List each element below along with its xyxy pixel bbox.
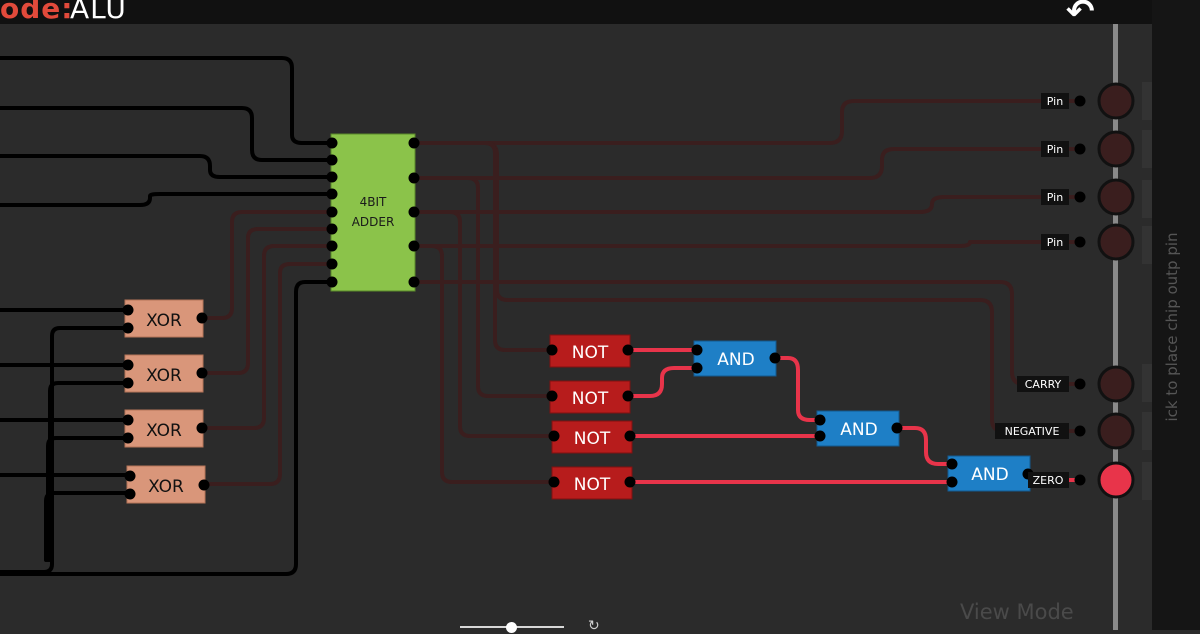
output-pin-label: ZERO bbox=[1033, 474, 1064, 487]
xor-label: XOR bbox=[146, 311, 182, 331]
negative-pin[interactable]: NEGATIVE bbox=[995, 412, 1135, 450]
not-gate[interactable]: NOT bbox=[548, 466, 636, 500]
reload-icon[interactable]: ↻ bbox=[588, 618, 600, 634]
view-mode-label: View Mode bbox=[960, 600, 1074, 624]
output-pin[interactable]: Pin bbox=[1041, 223, 1135, 261]
output-pin-label: CARRY bbox=[1025, 378, 1062, 391]
output-pin[interactable]: Pin bbox=[1041, 178, 1135, 216]
adder-input-pin[interactable] bbox=[326, 206, 338, 218]
adder-label-line1: 4BIT bbox=[360, 195, 387, 209]
right-side-panel bbox=[1152, 0, 1200, 630]
not-gate[interactable]: NOT bbox=[548, 420, 636, 454]
output-pin-label: Pin bbox=[1047, 95, 1063, 108]
adder-chip[interactable]: 4BIT ADDER bbox=[330, 133, 416, 292]
adder-output-pin[interactable] bbox=[408, 137, 420, 149]
adder-input-pin[interactable] bbox=[326, 258, 338, 270]
zoom-slider-thumb[interactable] bbox=[506, 622, 517, 633]
adder-output-pin[interactable] bbox=[408, 276, 420, 288]
output-pin[interactable]: Pin bbox=[1041, 82, 1135, 120]
adder-input-pin[interactable] bbox=[326, 154, 338, 166]
side-tab[interactable] bbox=[1142, 462, 1152, 500]
output-pin-rail[interactable] bbox=[1113, 24, 1118, 630]
side-tab[interactable] bbox=[1142, 180, 1152, 218]
top-bar: ode: ALU ↶ bbox=[0, 0, 1152, 32]
not-label: NOT bbox=[574, 429, 611, 449]
not-gate[interactable]: NOT bbox=[546, 380, 634, 414]
not-label: NOT bbox=[574, 475, 611, 495]
side-tab[interactable] bbox=[1142, 82, 1152, 120]
adder-input-pin[interactable] bbox=[326, 223, 338, 235]
xor-label: XOR bbox=[146, 421, 182, 441]
output-pin-label: NEGATIVE bbox=[1005, 425, 1060, 438]
carry-pin[interactable]: CARRY bbox=[1017, 365, 1135, 403]
output-pin[interactable]: Pin bbox=[1041, 130, 1135, 168]
adder-input-pin[interactable] bbox=[326, 171, 338, 183]
adder-input-pin[interactable] bbox=[326, 276, 338, 288]
xor-gate[interactable]: XOR bbox=[124, 465, 210, 504]
output-pin-label: Pin bbox=[1047, 143, 1063, 156]
mode-label: ode: bbox=[0, 0, 74, 25]
adder-output-pin[interactable] bbox=[408, 240, 420, 252]
and-gate[interactable]: AND bbox=[946, 455, 1034, 492]
output-pin-label: Pin bbox=[1047, 191, 1063, 204]
xor-label: XOR bbox=[148, 477, 184, 497]
not-label: NOT bbox=[572, 343, 609, 363]
and-label: AND bbox=[971, 465, 1008, 485]
and-label: AND bbox=[717, 350, 754, 370]
not-gate[interactable]: NOT bbox=[546, 334, 634, 368]
not-label: NOT bbox=[572, 389, 609, 409]
side-tab[interactable] bbox=[1142, 130, 1152, 168]
side-tab[interactable] bbox=[1142, 364, 1152, 402]
adder-input-pin[interactable] bbox=[326, 188, 338, 200]
adder-output-pin[interactable] bbox=[408, 172, 420, 184]
side-tab[interactable] bbox=[1142, 412, 1152, 450]
adder-input-pin[interactable] bbox=[326, 137, 338, 149]
side-hint: ick to place chip outp pin bbox=[1163, 232, 1181, 422]
adder-input-pin[interactable] bbox=[326, 240, 338, 252]
and-gate[interactable]: AND bbox=[814, 410, 903, 447]
and-label: AND bbox=[840, 420, 877, 440]
side-tab[interactable] bbox=[1142, 226, 1152, 264]
xor-gate[interactable]: XOR bbox=[122, 354, 208, 393]
adder-output-pin[interactable] bbox=[408, 206, 420, 218]
adder-label-line2: ADDER bbox=[352, 215, 395, 229]
zero-pin[interactable]: ZERO bbox=[1028, 461, 1135, 499]
back-arrow-icon[interactable]: ↶ bbox=[1066, 0, 1095, 32]
xor-gate[interactable]: XOR bbox=[122, 299, 208, 338]
output-pin-label: Pin bbox=[1047, 236, 1063, 249]
and-gate[interactable]: AND bbox=[691, 340, 781, 377]
xor-label: XOR bbox=[146, 366, 182, 386]
xor-gate[interactable]: XOR bbox=[122, 409, 208, 448]
mode-value: ALU bbox=[70, 0, 127, 25]
